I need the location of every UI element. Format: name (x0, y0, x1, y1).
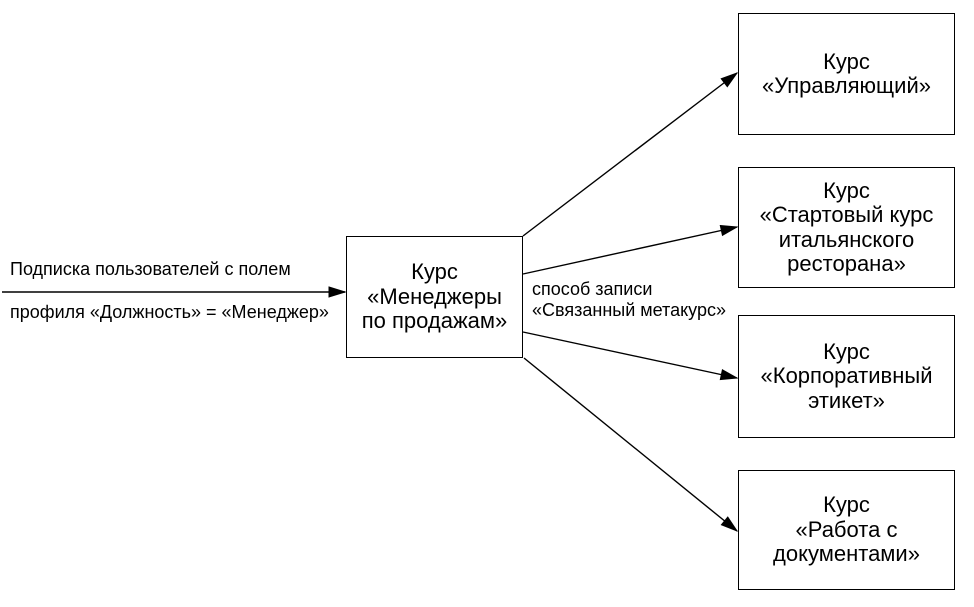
metacourse-node: Курс «Менеджеры по продажам» (346, 236, 523, 358)
arrow-to-course-2 (522, 227, 737, 275)
enrolment-method-label: способ записи «Связанный метакурс» (532, 279, 726, 320)
subscription-label-line2: профиля «Должность» = «Менеджер» (10, 302, 329, 322)
arrow-to-course-3 (522, 331, 737, 378)
arrow-to-course-4 (523, 357, 737, 531)
subscription-label-line1: Подписка пользователей с полем (10, 259, 291, 279)
course-node-korporativnyi-etiket: Курс «Корпоративный этикет» (738, 315, 955, 438)
course-node-upravlyayushchiy: Курс «Управляющий» (738, 13, 955, 135)
course-node-rabota-s-dokumentami: Курс «Работа с документами» (738, 470, 955, 590)
arrow-to-course-1 (522, 73, 737, 237)
course-node-startovyi-kurs: Курс «Стартовый курс итальянского рестор… (738, 167, 955, 288)
